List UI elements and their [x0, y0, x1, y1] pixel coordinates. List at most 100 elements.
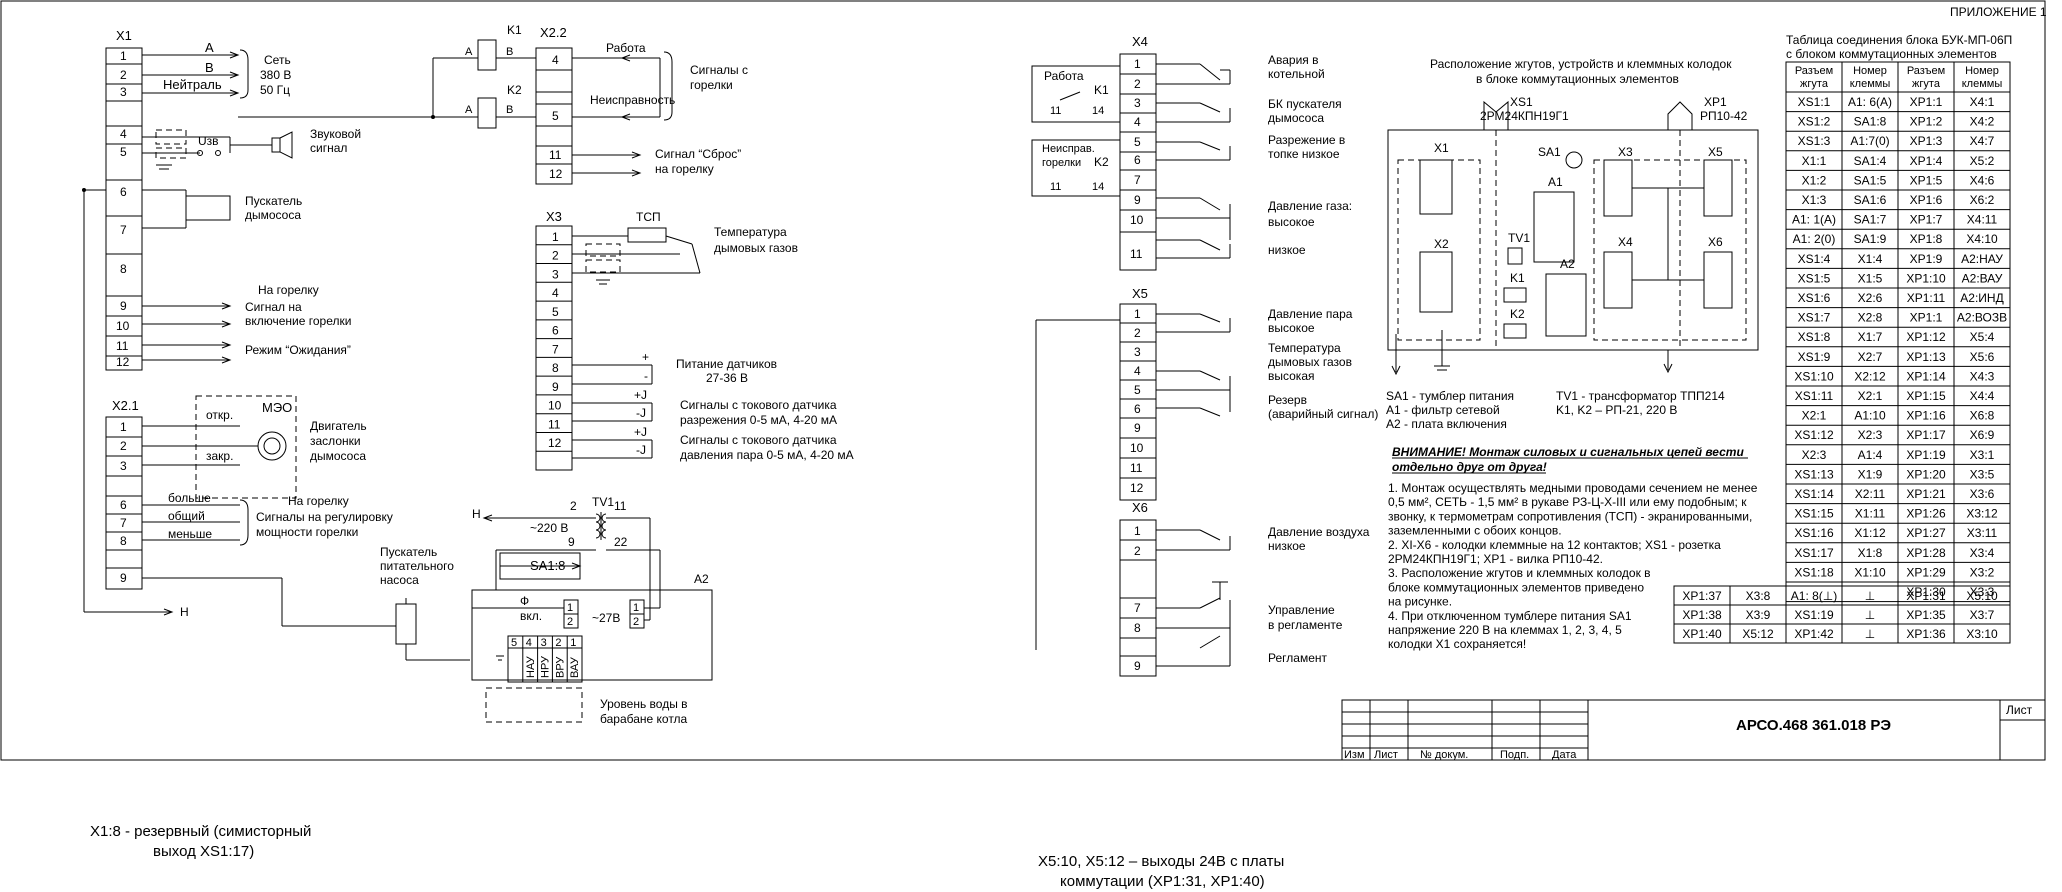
table-cell: A2:ИНД	[1960, 291, 2003, 305]
x21-row-1: 1	[120, 420, 127, 434]
layout-a1: A1	[1548, 175, 1563, 189]
x4-work-label: Работа	[1044, 69, 1084, 83]
x4-k1-11: 11	[1050, 105, 1061, 117]
tsp-label: ТСП	[636, 210, 661, 224]
pump-label-2: питательного	[380, 559, 454, 573]
x3-title: X3	[546, 209, 562, 224]
legend-a1: A1 - фильтр сетевой	[1386, 403, 1500, 417]
xp1-label: XP1	[1704, 95, 1727, 109]
table-cell: A1:4	[1858, 448, 1883, 462]
meo-label: МЭО	[262, 400, 292, 415]
power-label-2: 27-36 В	[706, 371, 748, 385]
x3-row-2: 2	[552, 249, 559, 263]
table-cell: XP1:14	[1906, 369, 1946, 383]
x4-row-1: 1	[1134, 57, 1141, 71]
ext-table-cell: XP1:40	[1682, 627, 1722, 641]
table-cell: X1:5	[1858, 271, 1883, 285]
table-cell: X5:4	[1970, 330, 1995, 344]
table-cell: X3:6	[1970, 487, 1995, 501]
table-cell: X3:11	[1967, 526, 1998, 540]
layout-k1: K1	[1510, 271, 1525, 285]
x5-row-1: 1	[1134, 307, 1141, 321]
note-line-3: заземленными с обоих концов.	[1388, 524, 1562, 538]
x21-row-6: 6	[120, 498, 127, 512]
x3-row-8: 8	[552, 361, 559, 375]
level-terminal-3: 3	[541, 637, 547, 649]
x3-row-9: 9	[552, 380, 559, 394]
x3-row-12: 12	[548, 436, 562, 450]
x5-row-10: 10	[1130, 441, 1144, 455]
table-cell: X1:12	[1854, 526, 1886, 540]
table-cell: XS1:8	[1798, 330, 1831, 344]
x1-row-3: 3	[120, 85, 127, 99]
note-line-4: 2. XI-X6 - колодки клеммные на 12 контак…	[1388, 538, 1721, 552]
water-label-1: Уровень воды в	[600, 697, 688, 711]
table-cell: XS1:7	[1798, 311, 1831, 325]
ext-table-cell: ⊥	[1865, 608, 1875, 622]
a2-right-1: 1	[633, 602, 639, 614]
table-cell: XP1:30	[1906, 585, 1946, 599]
sound-label-1: Звуковой	[310, 127, 361, 141]
n-label-left: Н	[180, 605, 189, 619]
table-cell: A1:7(0)	[1850, 134, 1889, 148]
table-cell: XP1:2	[1910, 115, 1943, 129]
v220-label: ~220 В	[530, 521, 568, 535]
x6-row-8: 8	[1134, 621, 1141, 635]
table-cell: X2:1	[1858, 389, 1883, 403]
table-header-2-1: жгута	[1912, 78, 1941, 90]
note-line-7: блоке коммутационных элементов приведено	[1388, 580, 1644, 594]
table-cell: XP1:28	[1906, 546, 1946, 560]
ext-table-cell: XP1:36	[1906, 627, 1946, 641]
x21-row-8: 8	[120, 534, 127, 548]
x21-burner-title: На горелку	[288, 494, 349, 508]
x1-row-9: 9	[120, 299, 127, 313]
v27-label: ~27В	[592, 611, 620, 625]
table-cell: XS1:10	[1794, 369, 1834, 383]
level-label-0: НАУ	[525, 655, 537, 678]
net-label-3: 50 Гц	[260, 83, 290, 97]
more-label: больше	[168, 491, 211, 505]
line-a-label: A	[205, 40, 214, 55]
table-cell: XP1:20	[1906, 467, 1946, 481]
x1-row-12: 12	[116, 355, 130, 369]
pres-sensor-label-2: давления пара 0-5 мА, 4-20 мА	[680, 448, 854, 462]
table-cell: X1:9	[1858, 467, 1883, 481]
ext-table-cell: XP1:35	[1906, 608, 1946, 622]
usv-label: Uзв	[198, 134, 219, 148]
table-cell: A2:ВАУ	[1962, 271, 2003, 285]
stamp-col-izm: Изм	[1344, 749, 1365, 761]
table-cell: X1:7	[1858, 330, 1883, 344]
x4-title: X4	[1132, 34, 1148, 49]
stamp-col-date: Дата	[1552, 749, 1577, 761]
table-cell: X3:1	[1970, 448, 1995, 462]
x22-row-12: 12	[549, 167, 563, 181]
x3-row-10: 10	[548, 399, 562, 413]
trans-tv1: TV1	[592, 495, 614, 509]
table-cell: X1:1	[1802, 154, 1827, 168]
table-cell: X6:9	[1970, 428, 1995, 442]
table-cell: SA1:4	[1854, 154, 1887, 168]
legend-tv1: TV1 - трансформатор ТПП214	[1556, 389, 1725, 403]
table-cell: X4:6	[1970, 173, 1995, 187]
table-header-3-1: клеммы	[1962, 78, 2003, 90]
table-cell: XP1:16	[1906, 409, 1946, 423]
x5-row-3: 3	[1134, 345, 1141, 359]
x6-terminal-block: X6 1 2 7 8 9 Давление воздуха низкое Упр…	[1119, 500, 1370, 677]
layout-a2: A2	[1560, 257, 1575, 271]
table-cell: X4:3	[1970, 369, 1995, 383]
x21-row-9: 9	[120, 571, 127, 585]
on-label: вкл.	[520, 609, 542, 623]
table-cell: A2:ВОЗВ	[1957, 311, 2007, 325]
xs1-label: XS1	[1510, 95, 1533, 109]
fault-label: Неисправность	[590, 93, 675, 107]
trans-p22: 22	[614, 535, 628, 549]
k1-label: K1	[507, 23, 522, 37]
x1-row-8: 8	[120, 262, 127, 276]
table-cell: A1: 2(0)	[1793, 232, 1836, 246]
steam-label-2: высокое	[1268, 321, 1315, 335]
a2-label: A2	[694, 572, 709, 586]
x3-row-5: 5	[552, 305, 559, 319]
layout-x4: X4	[1618, 235, 1633, 249]
x3-row-4: 4	[552, 286, 559, 300]
